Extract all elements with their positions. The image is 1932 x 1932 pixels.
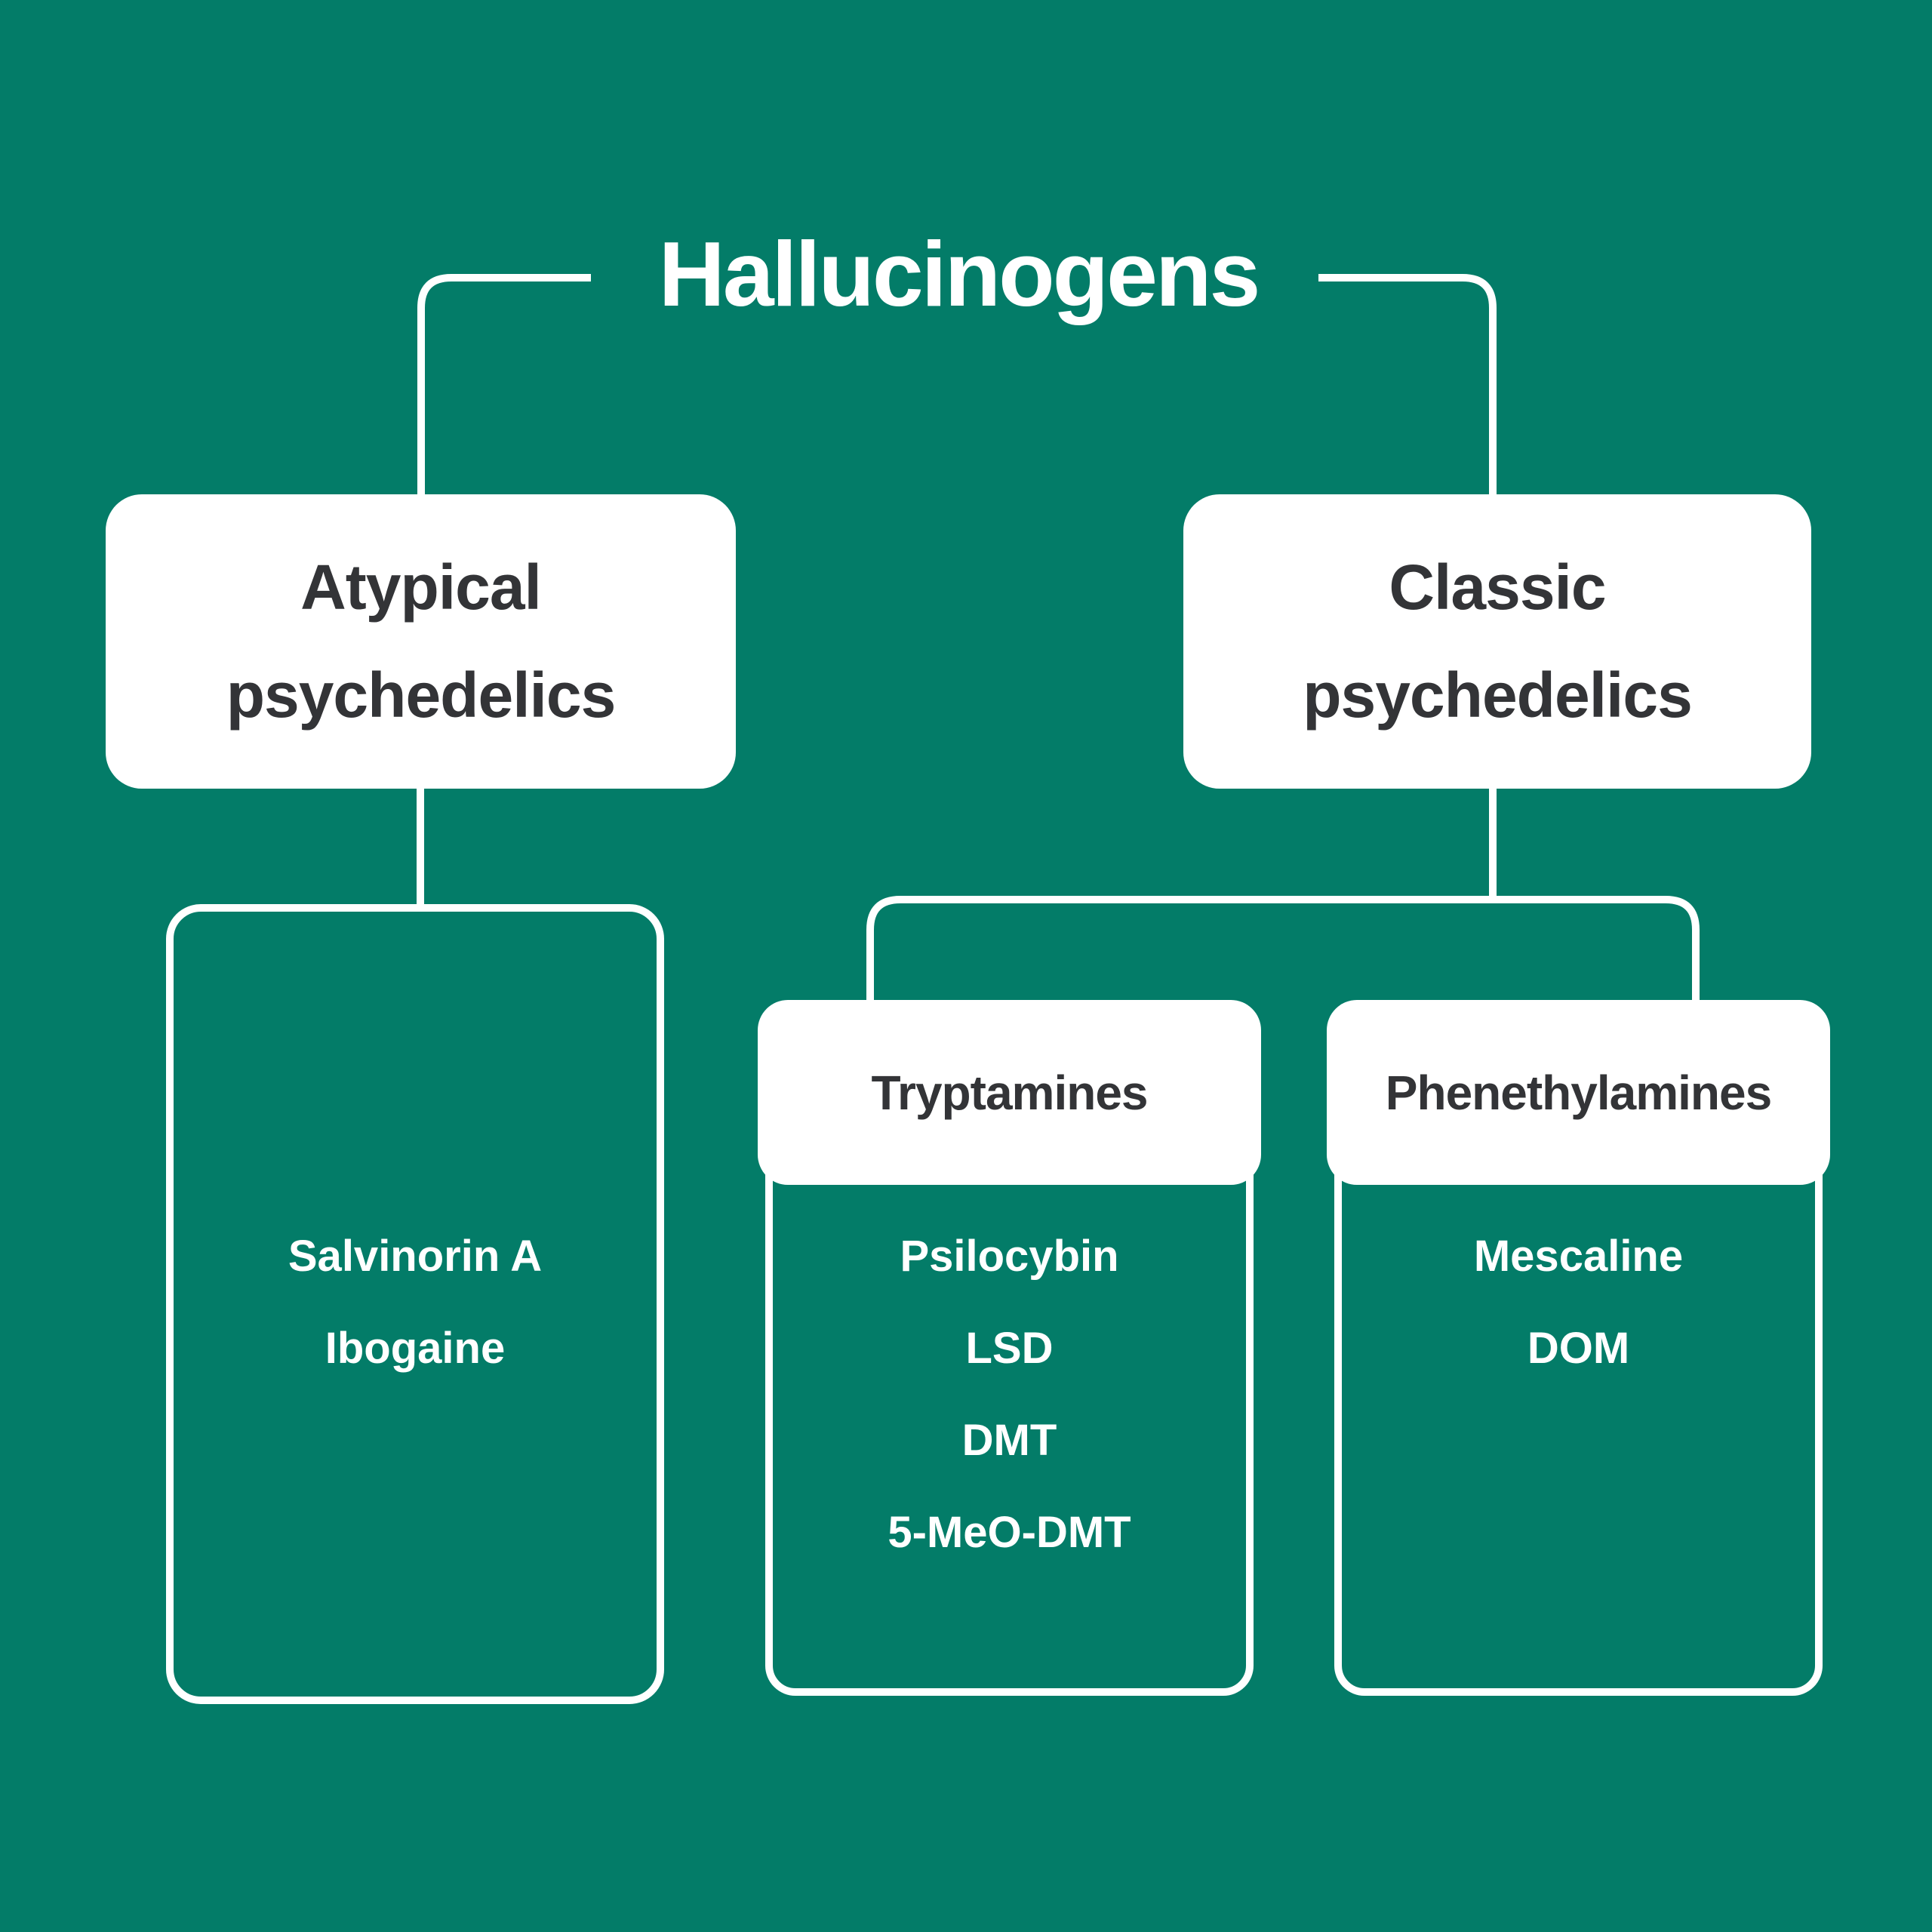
list-item: Ibogaine (325, 1324, 506, 1373)
list-item: Mescaline (1473, 1232, 1684, 1281)
node-label: Tryptamines (871, 1065, 1148, 1120)
node-label-line: psychedelics (1303, 660, 1693, 731)
list-atypical-psychedelics: Salvinorin A Ibogaine (166, 904, 664, 1704)
node-label-line: psychedelics (226, 660, 617, 731)
list-item: DMT (961, 1416, 1057, 1465)
item-list: Salvinorin A Ibogaine (174, 912, 657, 1395)
node-phenethylamines: Phenethylamines (1327, 1000, 1830, 1185)
connector-title-to-atypical (417, 274, 591, 495)
list-item: 5-MeO-DMT (888, 1508, 1131, 1557)
item-list: Mescaline DOM (1342, 1053, 1815, 1395)
node-classic-psychedelics: Classic psychedelics (1183, 494, 1811, 789)
list-item: Salvinorin A (288, 1232, 543, 1281)
list-item: Psilocybin (900, 1232, 1119, 1281)
node-tryptamines: Tryptamines (758, 1000, 1261, 1185)
node-label-line: Classic (1389, 552, 1606, 623)
connector-title-to-classic (1318, 274, 1497, 495)
connector-branch-tryptamines-phenethylamines (866, 896, 1700, 1004)
list-phenethylamines: Mescaline DOM (1334, 1045, 1823, 1696)
list-item: LSD (965, 1324, 1054, 1373)
node-atypical-psychedelics: Atypical psychedelics (106, 494, 736, 789)
list-item: DOM (1527, 1324, 1630, 1373)
item-list: Psilocybin LSD DMT 5-MeO-DMT (773, 1053, 1246, 1579)
diagram-title: Hallucinogens (658, 223, 1261, 325)
node-label-line: Atypical (300, 552, 542, 623)
node-label: Phenethylamines (1385, 1065, 1772, 1120)
